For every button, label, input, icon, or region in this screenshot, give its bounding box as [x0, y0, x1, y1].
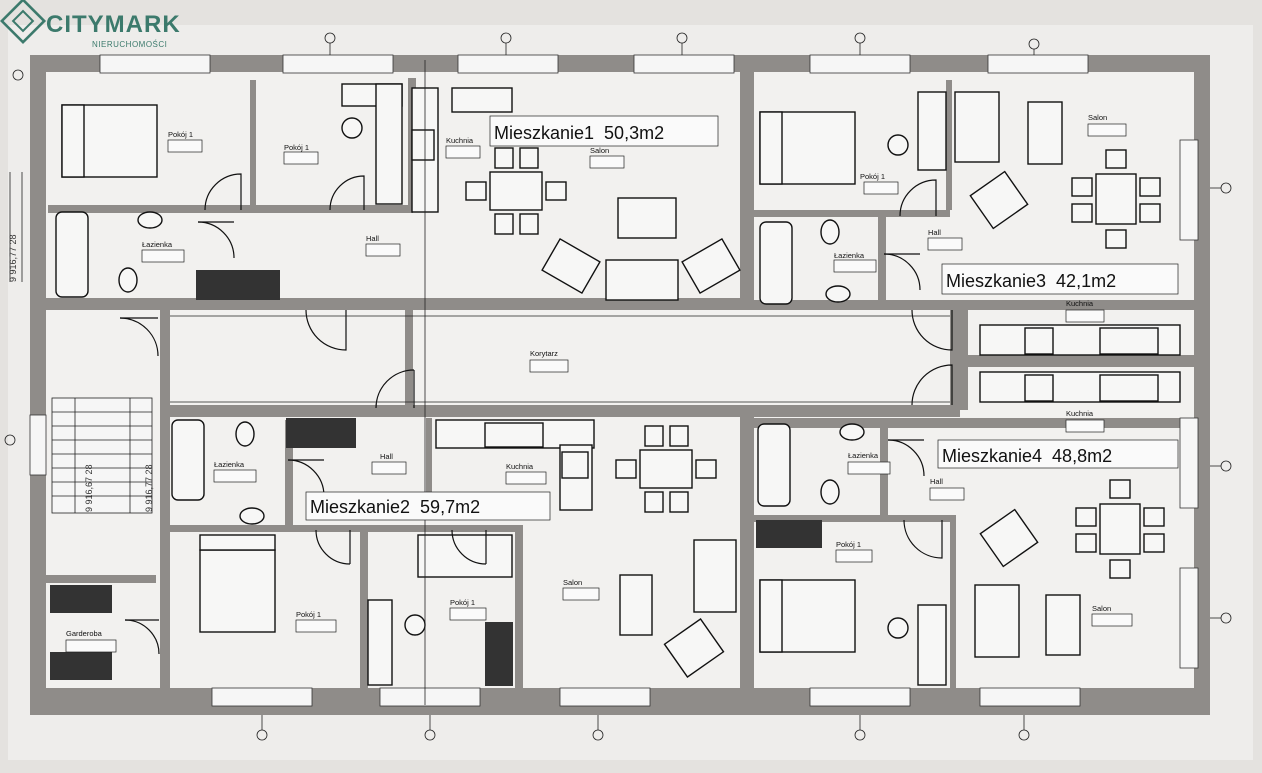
- room-name: Salon: [590, 146, 609, 155]
- kitchens: [411, 87, 1181, 511]
- room-tags: [65, 123, 1133, 653]
- room-name: Pokój 1: [860, 172, 885, 181]
- door-swings: [119, 173, 953, 655]
- room-name: Hall: [930, 477, 943, 486]
- room-name: Łazienka: [142, 240, 173, 249]
- room-name: Łazienka: [848, 451, 879, 460]
- apartment-3-label-box: [941, 263, 1179, 295]
- windows-top: [29, 54, 1199, 707]
- bathroom-fixtures: [55, 211, 865, 525]
- room-names: Pokój 1 Pokój 1 Kuchnia Salon Łazienka H…: [66, 113, 1111, 638]
- interior-walls: [46, 62, 1194, 710]
- wardrobes: [50, 270, 822, 686]
- diamond-logo-icon: [0, 0, 47, 45]
- elevation-label-b: 9 916,77 28: [144, 464, 154, 512]
- corridor-lines: [170, 60, 950, 705]
- room-name: Salon: [563, 578, 582, 587]
- room-name: Kuchnia: [446, 136, 474, 145]
- apartment-2-label: Mieszkanie2 59,7m2: [310, 497, 480, 517]
- staircase: [9, 172, 153, 514]
- room-name: Pokój 1: [450, 598, 475, 607]
- apartment-1-label-box: [489, 115, 719, 147]
- room-name: Salon: [1092, 604, 1111, 613]
- elevation-label-c: 9 916,67 28: [84, 464, 94, 512]
- citymark-logo: CITYMARK NIERUCHOMOŚCI: [0, 0, 181, 49]
- elevation-label-a: 9 916,77 28: [8, 234, 18, 282]
- apartment-4-label: Mieszkanie4 48,8m2: [942, 446, 1112, 466]
- apartment-4-label-box: [937, 439, 1179, 469]
- room-name: Pokój 1: [168, 130, 193, 139]
- dining-sets: [465, 147, 1165, 579]
- room-name: Salon: [1088, 113, 1107, 122]
- grid-axis-markers: [4, 32, 1232, 741]
- room-name: Garderoba: [66, 629, 103, 638]
- logo-name: CITYMARK: [46, 11, 181, 38]
- room-name: Korytarz: [530, 349, 558, 358]
- room-name: Łazienka: [214, 460, 245, 469]
- desks: [341, 83, 947, 686]
- room-name: Hall: [380, 452, 393, 461]
- living-room-furniture: [417, 91, 1081, 678]
- room-name: Pokój 1: [284, 143, 309, 152]
- room-name: Kuchnia: [506, 462, 534, 471]
- room-name: Kuchnia: [1066, 299, 1094, 308]
- room-name: Hall: [928, 228, 941, 237]
- beds: [61, 104, 856, 653]
- room-name: Kuchnia: [1066, 409, 1094, 418]
- room-name: Pokój 1: [836, 540, 861, 549]
- room-name: Pokój 1: [296, 610, 321, 619]
- apartment-1-label: Mieszkanie1 50,3m2: [494, 123, 664, 143]
- logo-sub: NIERUCHOMOŚCI: [92, 40, 167, 49]
- room-name: Hall: [366, 234, 379, 243]
- apartment-3-label: Mieszkanie3 42,1m2: [946, 271, 1116, 291]
- apartment-2-label-box: [305, 491, 551, 521]
- room-name: Łazienka: [834, 251, 865, 260]
